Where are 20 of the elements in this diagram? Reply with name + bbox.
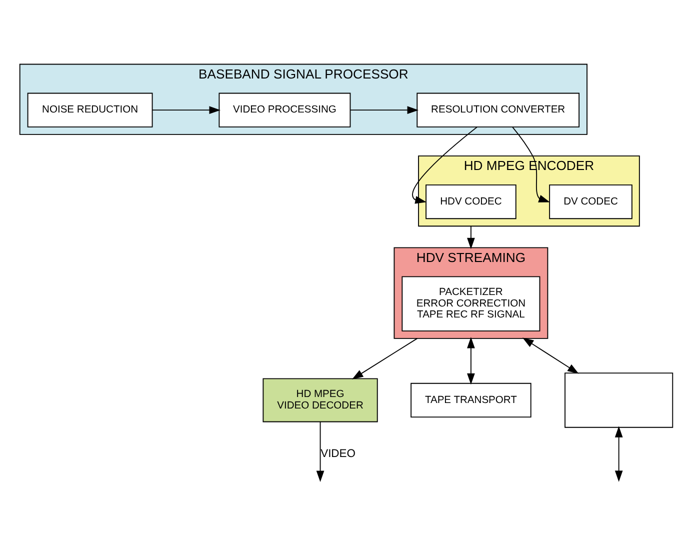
arrow <box>316 421 324 482</box>
arrow <box>352 338 418 380</box>
arrow <box>350 106 419 114</box>
node-box: VIDEO PROCESSING <box>218 92 351 128</box>
node-box: NOISE REDUCTION <box>27 92 153 128</box>
node-box: DV CODEC <box>549 184 632 220</box>
arrow <box>522 338 579 374</box>
node-box: PACKETIZER ERROR CORRECTION TAPE REC RF SIGNAL <box>402 276 540 332</box>
arrow <box>512 126 550 202</box>
arrow <box>467 337 475 385</box>
node-box: RESOLUTION CONVERTER <box>416 92 580 128</box>
arrow <box>467 226 475 250</box>
arrow <box>152 106 220 114</box>
node-box: HD MPEG VIDEO DECODER <box>262 378 378 422</box>
node-box <box>564 372 674 428</box>
edge-label: VIDEO <box>320 448 356 460</box>
node-box: HDV CODEC <box>426 184 516 220</box>
node-box: TAPE TRANSPORT <box>410 382 532 418</box>
arrow <box>614 426 623 482</box>
arrow <box>412 126 478 204</box>
